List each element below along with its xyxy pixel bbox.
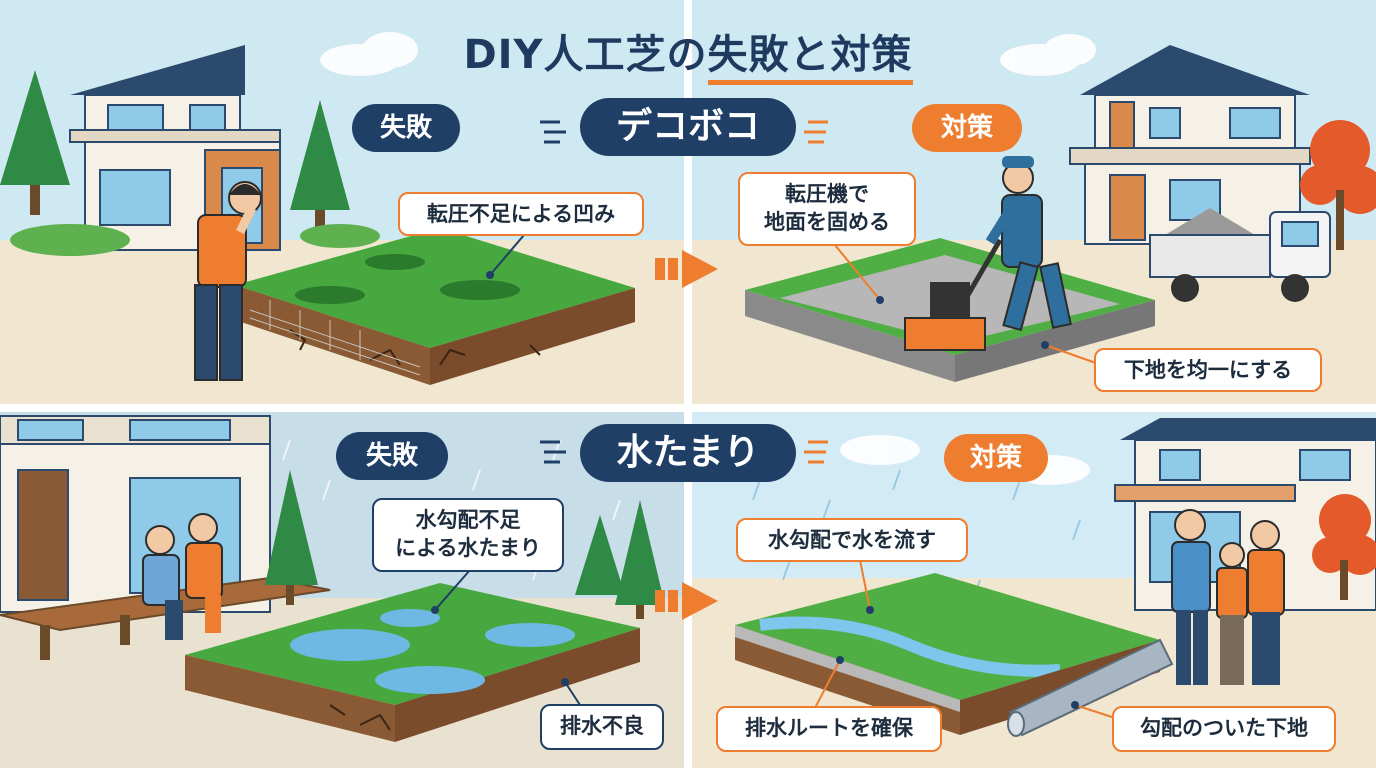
row2-fix-callout3: 勾配のついた下地	[1112, 706, 1336, 752]
bumpy-lawn-block	[235, 228, 635, 385]
maple-tree-icon	[1312, 494, 1376, 600]
drain-pipe-icon	[1007, 638, 1174, 737]
row2-fix-label: 対策	[944, 434, 1048, 482]
worker-icon	[985, 156, 1072, 332]
house-icon	[1069, 45, 1311, 245]
maple-tree-icon	[1300, 120, 1376, 250]
title-part1: DIY人工芝の	[463, 32, 708, 78]
row1-fix-label: 対策	[912, 104, 1022, 152]
row2-fail-label: 失敗	[336, 432, 448, 480]
arrow-right-icon	[655, 250, 718, 288]
tree-icon	[265, 470, 665, 619]
row1-fail-callout: 転圧不足による凹み	[398, 192, 644, 236]
row2-fail-callout-line2: による水たまり	[395, 536, 541, 560]
compactor-icon	[904, 238, 1003, 351]
row1-fix-callout-line2: 地面を固める	[764, 210, 890, 234]
puddle-lawn-block	[185, 583, 640, 742]
worried-person-icon	[194, 181, 262, 381]
row2-fix-callout: 水勾配で水を流す	[736, 518, 968, 562]
row2-fail-callout-line1: 水勾配不足	[415, 508, 521, 532]
tree-icon	[0, 70, 350, 235]
arrow-right-icon	[655, 582, 718, 620]
truck-icon	[1149, 208, 1331, 302]
row2-fail-callout: 水勾配不足 による水たまり	[372, 498, 564, 572]
row1-fix-callout2: 下地を均一にする	[1094, 348, 1322, 392]
row1-fail-label: 失敗	[352, 104, 460, 152]
row1-fix-callout: 転圧機で 地面を固める	[738, 172, 916, 246]
row1-fix-callout-line1: 転圧機で	[785, 182, 869, 206]
row2-topic: 水たまり	[580, 424, 796, 482]
family-icon	[142, 513, 223, 640]
row1-topic: デコボコ	[580, 98, 796, 156]
family-icon	[1171, 509, 1285, 685]
row2-fail-callout2: 排水不良	[540, 704, 664, 750]
title-part2: 失敗と対策	[707, 32, 913, 85]
page-title: DIY人工芝の失敗と対策	[0, 22, 1376, 85]
row2-fix-callout2: 排水ルートを確保	[716, 706, 942, 752]
